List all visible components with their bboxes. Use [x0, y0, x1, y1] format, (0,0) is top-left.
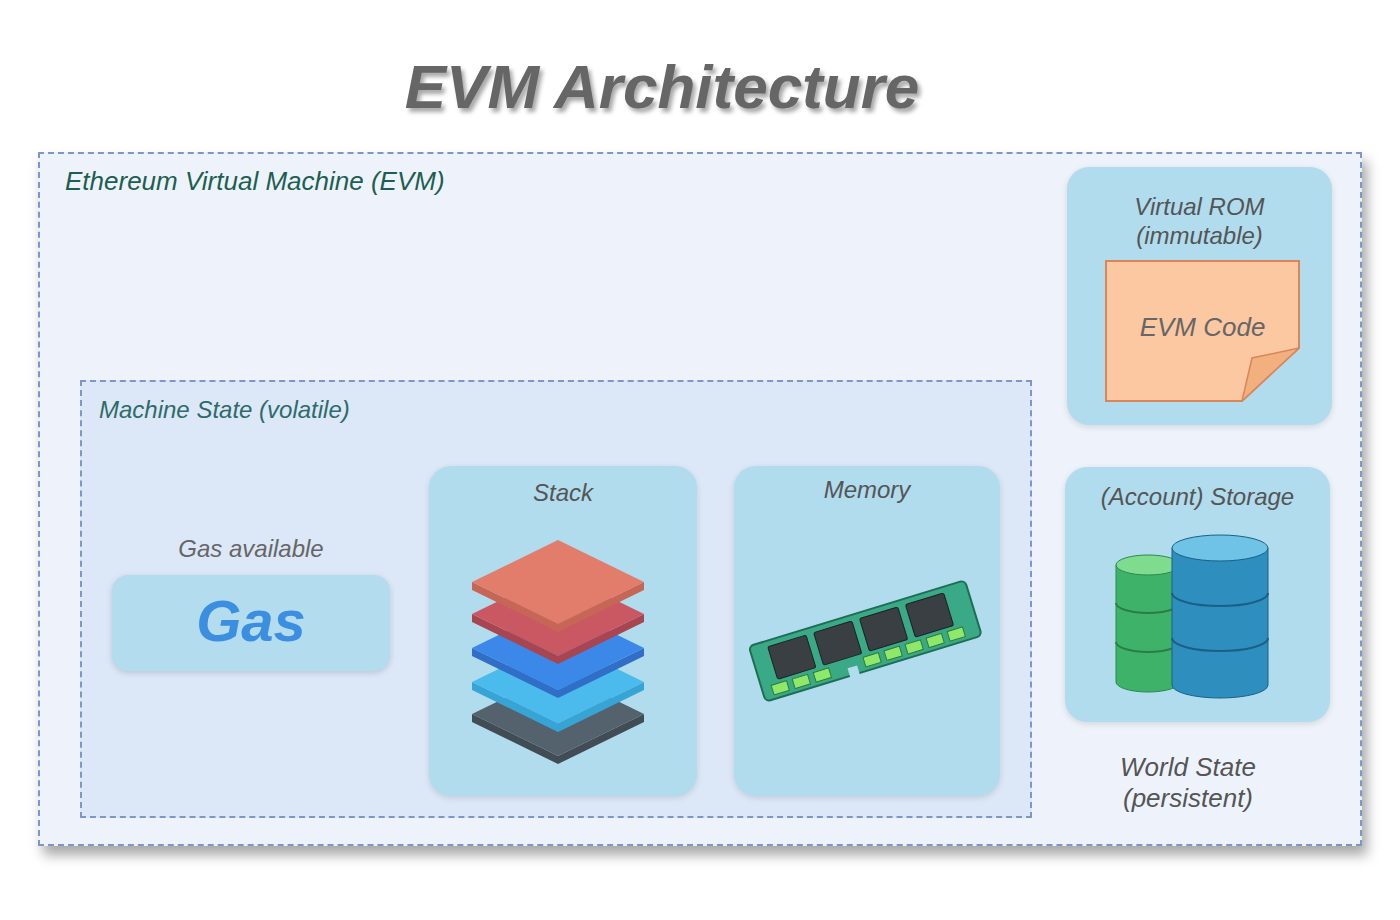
code-label: EVM Code — [1111, 312, 1294, 343]
gas-box: Gas availableGas — [112, 575, 390, 671]
note-body — [1106, 261, 1299, 401]
stack-box: Stack — [429, 466, 697, 796]
evm-box: Ethereum Virtual Machine (EVM)Virtual RO… — [38, 152, 1362, 846]
note-fold — [1242, 348, 1299, 401]
region-label: World State (persistent) — [1088, 752, 1288, 814]
database-icon — [1116, 535, 1268, 698]
machine-state-box: Machine State (volatile)Gas availableGas… — [80, 380, 1032, 818]
memory-box: Memory — [734, 466, 1000, 796]
gas-heading: Gas available — [112, 535, 390, 564]
code-note: EVM Code — [1105, 260, 1300, 402]
state-heading: Machine State (volatile) — [99, 396, 1013, 425]
storage-box: (Account) Storage — [1065, 467, 1330, 722]
storage-label: (Account) Storage — [1071, 483, 1324, 512]
machine-heading: Ethereum Virtual Machine (EVM) — [65, 166, 1335, 197]
memory-icon — [749, 580, 983, 703]
gas-label: Gas — [112, 586, 390, 656]
stack-label: Stack — [437, 479, 689, 508]
memory-label: Memory — [742, 476, 992, 505]
rom-box: Virtual ROM (immutable) EVM Code — [1067, 167, 1332, 425]
stack-icon — [472, 540, 644, 764]
diagram-title: EVM Architecture — [0, 50, 1324, 124]
rom-heading: Virtual ROM (immutable) — [1109, 193, 1290, 251]
